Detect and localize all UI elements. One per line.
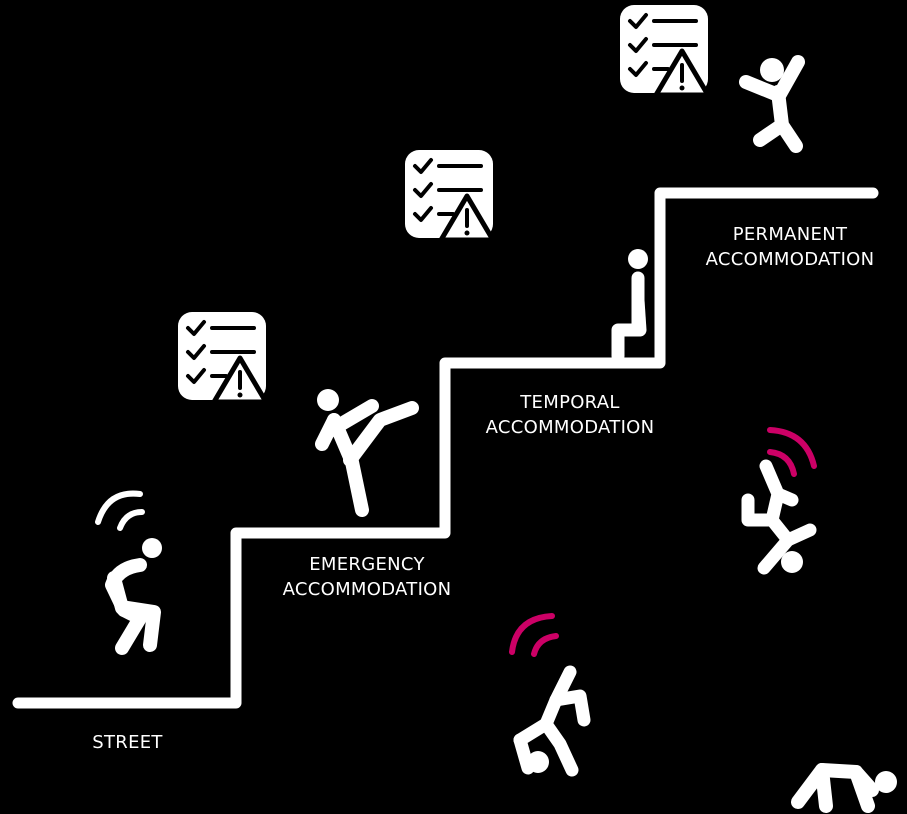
stage-label-temporal-accommodation: TEMPORAL ACCOMMODATION <box>460 390 680 440</box>
signal-waves-icon <box>770 430 814 474</box>
signal-waves-icon <box>512 616 556 654</box>
stage-label-street: STREET <box>60 730 195 755</box>
checklist-warning-icon <box>178 312 266 402</box>
kicking-person-icon <box>317 389 412 510</box>
sitting-person-icon <box>618 249 648 356</box>
checklist-warning-icon <box>620 5 708 95</box>
jumping-person-icon <box>746 58 798 146</box>
walking-person-icon <box>112 538 162 648</box>
stage-label-permanent-accommodation: PERMANENT ACCOMMODATION <box>680 222 900 272</box>
checklist-warning-icon <box>405 150 493 240</box>
signal-waves-icon <box>98 494 142 528</box>
stage-label-emergency-accommodation: EMERGENCY ACCOMMODATION <box>257 552 477 602</box>
falling-person-icon <box>520 672 584 773</box>
crawling-person-icon <box>798 770 897 806</box>
falling-person-icon <box>748 466 810 573</box>
